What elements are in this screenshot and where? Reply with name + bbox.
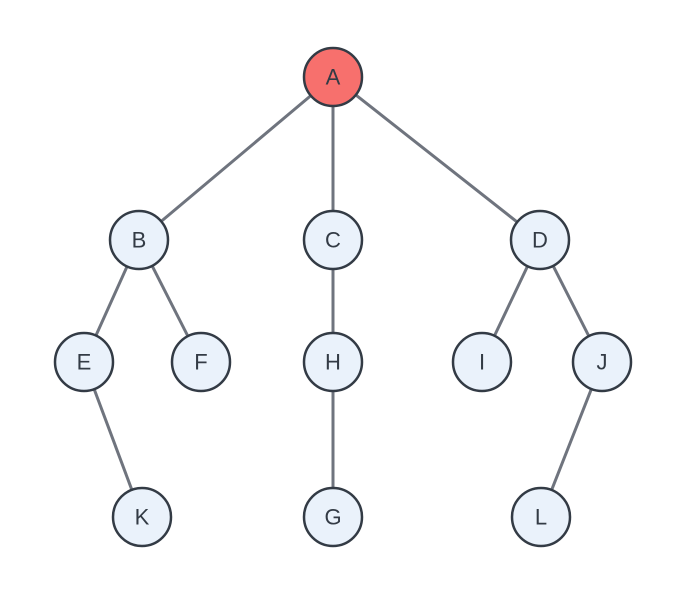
node-F-circle[interactable] — [170, 331, 232, 393]
node-K-circle[interactable] — [111, 486, 173, 548]
edge-A-B — [138, 75, 334, 242]
node-G-circle[interactable] — [302, 486, 364, 548]
node-B-circle[interactable] — [108, 209, 170, 271]
node-I-label: I — [479, 350, 485, 375]
node-B[interactable]: B — [108, 209, 170, 271]
node-H[interactable]: H — [302, 331, 364, 393]
node-L[interactable]: L — [510, 486, 572, 548]
node-K-label: K — [135, 505, 150, 530]
node-F[interactable]: F — [170, 331, 232, 393]
node-E[interactable]: E — [53, 331, 115, 393]
node-F-label: F — [194, 350, 207, 375]
node-A[interactable]: A — [302, 46, 364, 108]
node-G[interactable]: G — [302, 486, 364, 548]
node-C-label: C — [325, 228, 341, 253]
node-H-circle[interactable] — [302, 331, 364, 393]
node-I-circle[interactable] — [451, 331, 513, 393]
node-D-label: D — [532, 228, 548, 253]
node-H-label: H — [325, 350, 341, 375]
node-C-circle[interactable] — [302, 209, 364, 271]
node-B-label: B — [132, 228, 147, 253]
node-J-label: J — [597, 350, 608, 375]
edge-A-D — [332, 75, 541, 242]
node-D[interactable]: D — [509, 209, 571, 271]
node-K[interactable]: K — [111, 486, 173, 548]
node-E-circle[interactable] — [53, 331, 115, 393]
node-I[interactable]: I — [451, 331, 513, 393]
node-L-circle[interactable] — [510, 486, 572, 548]
node-A-label: A — [326, 65, 341, 90]
node-E-label: E — [77, 350, 92, 375]
node-C[interactable]: C — [302, 209, 364, 271]
node-J-circle[interactable] — [571, 331, 633, 393]
node-A-circle[interactable] — [302, 46, 364, 108]
node-G-label: G — [324, 505, 341, 530]
node-D-circle[interactable] — [509, 209, 571, 271]
node-J[interactable]: J — [571, 331, 633, 393]
node-L-label: L — [535, 505, 547, 530]
